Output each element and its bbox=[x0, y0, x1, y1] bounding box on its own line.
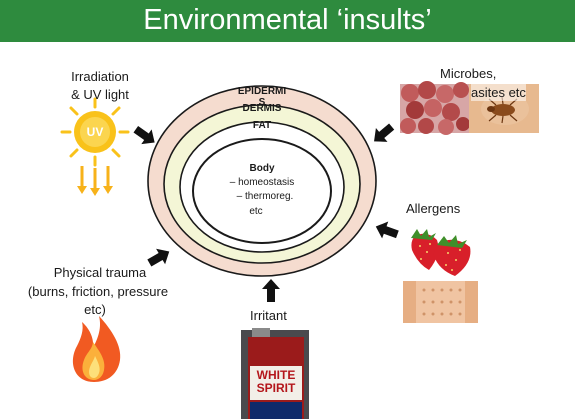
microbes-label-line1: Microbes, bbox=[440, 66, 497, 81]
can-label-line2: SPIRIT bbox=[256, 381, 296, 395]
title-bar: Environmental ‘insults’ bbox=[0, 0, 575, 42]
slide-title: Environmental ‘insults’ bbox=[143, 4, 432, 36]
can-label-line1: WHITE bbox=[256, 368, 296, 382]
microbes-label-line2: asites etc bbox=[471, 84, 526, 101]
epidermis-label: EPIDERMI bbox=[237, 86, 287, 97]
irradiation-label-line1: Irradiation bbox=[71, 69, 129, 84]
flame-icon bbox=[72, 316, 121, 382]
arrow-from-allergens bbox=[375, 221, 399, 239]
epidermis-label-s: S bbox=[258, 97, 266, 108]
strawberries-photo bbox=[403, 224, 477, 276]
irritant-label: Irritant bbox=[250, 308, 287, 323]
trauma-label-line3: etc) bbox=[84, 302, 106, 317]
sun-uv-icon bbox=[60, 97, 130, 196]
allergens-label: Allergens bbox=[406, 201, 461, 216]
plaster-photo bbox=[403, 281, 478, 323]
dermis-label: DERMIS bbox=[242, 103, 282, 114]
trauma-label-line2: (burns, friction, pressure bbox=[27, 284, 169, 299]
uv-badge-text: UV bbox=[86, 125, 104, 139]
fat-label: FAT bbox=[252, 120, 272, 131]
body-heading: Body bbox=[249, 163, 275, 174]
arrow-from-irritant bbox=[262, 279, 280, 302]
white-spirit-can-photo bbox=[241, 328, 309, 419]
irradiation-label-line2: & UV light bbox=[71, 87, 129, 102]
arrow-from-microbes bbox=[374, 123, 395, 142]
body-core bbox=[192, 138, 332, 244]
arrow-from-trauma bbox=[147, 248, 170, 267]
body-line-etc: etc bbox=[249, 206, 263, 217]
trauma-label-line1: Physical trauma bbox=[53, 265, 147, 280]
arrow-from-uv bbox=[133, 125, 155, 145]
body-line-thermoreg: – thermoreg. bbox=[236, 191, 294, 202]
microbes-photo bbox=[400, 81, 539, 135]
body-line-homeostasis: – homeostasis bbox=[229, 177, 295, 188]
